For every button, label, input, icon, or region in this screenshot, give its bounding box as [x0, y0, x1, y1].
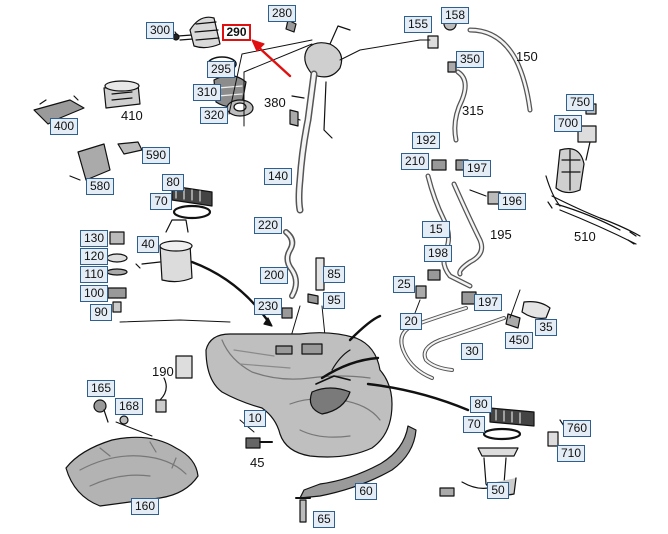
label-195: 195: [490, 227, 512, 242]
label-196: 196: [498, 193, 526, 210]
label-710: 710: [557, 445, 585, 462]
label-750: 750: [566, 94, 594, 111]
label-350: 350: [456, 51, 484, 68]
label-310: 310: [193, 84, 221, 101]
label-50: 50: [487, 482, 509, 499]
label-70-right: 70: [463, 416, 485, 433]
label-25: 25: [393, 276, 415, 293]
part-160-heat-shield: [65, 436, 199, 507]
label-15: 190: [152, 364, 174, 379]
part-140-filler-neck: [289, 25, 421, 214]
label-155: 155: [404, 16, 432, 33]
label-35: 35: [535, 319, 557, 336]
label-192: 192: [412, 132, 440, 149]
label-290-highlighted[interactable]: 290: [222, 24, 251, 41]
label-315: 315: [462, 103, 484, 118]
part-40-pump: [135, 219, 193, 283]
label-198: 198: [424, 245, 452, 262]
label-70-left: 70: [150, 193, 172, 210]
label-150: 150: [516, 49, 538, 64]
label-295: 295: [207, 61, 235, 78]
label-197-bottom: 197: [474, 294, 502, 311]
label-300: 300: [146, 22, 174, 39]
label-410: 410: [121, 108, 143, 123]
label-140: 140: [264, 168, 292, 185]
label-580: 580: [86, 178, 114, 195]
label-20: 20: [400, 313, 422, 330]
label-40: 40: [137, 236, 159, 253]
label-700: 700: [554, 115, 582, 132]
label-590: 590: [142, 147, 170, 164]
label-160: 160: [131, 498, 159, 515]
label-90: 90: [90, 304, 112, 321]
label-168: 168: [115, 398, 143, 415]
label-120: 120: [80, 248, 108, 265]
label-510: 510: [574, 229, 596, 244]
label-320: 320: [200, 107, 228, 124]
label-130: 130: [80, 230, 108, 247]
part-10-fuel-tank: [205, 332, 393, 458]
label-80-left: 80: [162, 174, 184, 191]
part-400: [33, 95, 85, 125]
label-95: 95: [323, 292, 345, 309]
label-110: 110: [80, 266, 108, 283]
label-197-top: 197: [463, 160, 491, 177]
label-230: 230: [254, 298, 282, 315]
label-85: 85: [323, 266, 345, 283]
label-190: 15: [422, 221, 450, 238]
label-450: 450: [505, 332, 533, 349]
label-200: 200: [260, 267, 288, 284]
label-30: 30: [461, 343, 483, 360]
label-280: 280: [268, 5, 296, 22]
part-510-sender-module: [545, 103, 641, 245]
label-380: 380: [264, 95, 286, 110]
label-165: 165: [87, 380, 115, 397]
part-320-flange: [226, 99, 254, 117]
label-80-right: 80: [470, 396, 492, 413]
part-290-boot: [189, 16, 221, 49]
label-210: 210: [401, 153, 429, 170]
part-410: [103, 80, 141, 109]
label-65: 65: [313, 511, 335, 528]
label-220: 220: [254, 217, 282, 234]
label-60: 60: [355, 483, 377, 500]
label-760: 760: [563, 420, 591, 437]
label-400: 400: [50, 118, 78, 135]
label-45: 45: [250, 455, 265, 470]
label-158: 158: [441, 7, 469, 24]
label-10: 10: [244, 410, 266, 427]
label-100: 100: [80, 285, 108, 302]
